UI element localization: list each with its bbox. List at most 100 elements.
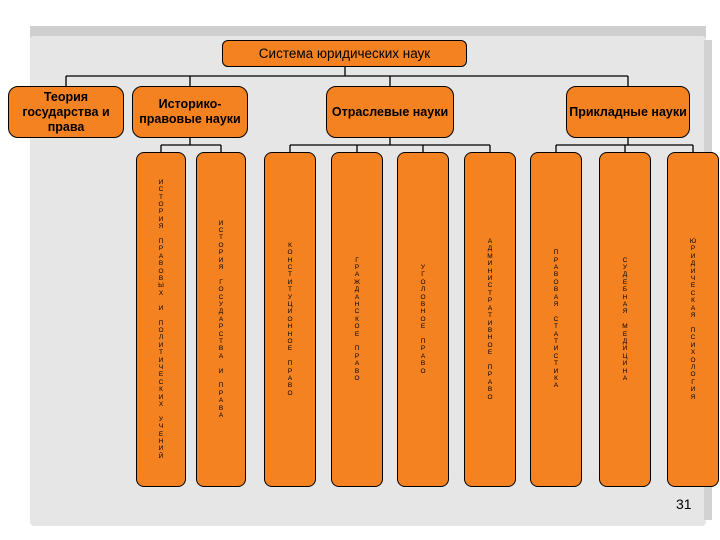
label-letter: О: [158, 201, 164, 208]
label-letter: И: [287, 278, 293, 286]
label-letter: И: [690, 341, 696, 349]
label-letter: Р: [553, 256, 559, 264]
label-letter: П: [354, 345, 360, 353]
label-letter: [160, 312, 162, 319]
label-letter: Ч: [158, 363, 164, 371]
label-letter: [289, 353, 291, 360]
label-letter: И: [622, 360, 628, 368]
node-applied: Прикладные науки: [566, 86, 690, 138]
label-letter: Т: [554, 323, 558, 331]
label-letter: Д: [622, 271, 628, 279]
label-letter: Т: [219, 338, 223, 346]
label-letter: Н: [287, 256, 293, 264]
label-letter: В: [287, 382, 293, 390]
label-letter: Т: [488, 289, 492, 297]
label-letter: И: [622, 345, 628, 353]
label-letter: Н: [622, 293, 628, 301]
label-letter: Т: [288, 271, 292, 279]
label-letter: О: [354, 375, 360, 383]
label-letter: А: [218, 397, 224, 405]
label-letter: [356, 338, 358, 345]
label-letter: О: [158, 326, 164, 334]
label-letter: И: [487, 260, 493, 268]
label-letter: Г: [219, 278, 223, 286]
label-letter: В: [487, 326, 493, 334]
label-letter: И: [158, 393, 164, 401]
label-letter: Н: [158, 438, 164, 445]
label-letter: И: [690, 267, 696, 275]
label-letter: Я: [158, 223, 164, 231]
label-letter: Е: [420, 323, 426, 331]
label-letter: И: [690, 386, 696, 394]
label-letter: К: [159, 386, 163, 394]
label-letter: К: [691, 297, 695, 305]
label-letter: Н: [420, 308, 426, 316]
label-letter: Р: [218, 323, 224, 331]
label-letter: К: [554, 375, 558, 383]
label-letter: У: [287, 293, 293, 301]
label-letter: Н: [622, 367, 628, 375]
label-letter: П: [218, 382, 224, 390]
label-letter: У: [420, 263, 426, 271]
label-letter: Р: [487, 297, 493, 305]
label-letter: С: [553, 315, 559, 323]
label-letter: О: [218, 286, 224, 294]
label-letter: И: [158, 356, 164, 364]
label-letter: В: [420, 360, 426, 368]
label-letter: С: [690, 334, 696, 342]
label-letter: Н: [487, 267, 493, 275]
label-letter: Р: [420, 345, 426, 353]
label-letter: Т: [488, 312, 492, 320]
label-letter: В: [218, 404, 224, 412]
label-letter: И: [218, 219, 224, 227]
label-letter: В: [553, 286, 559, 294]
label-letter: П: [690, 326, 696, 334]
label-letter: У: [158, 415, 164, 423]
label-letter: Е: [354, 330, 360, 338]
label-letter: Ц: [287, 300, 293, 308]
label-letter: И: [287, 308, 293, 316]
label-letter: Ж: [353, 278, 360, 286]
label-letter: Я: [218, 263, 224, 271]
label-letter: И: [487, 319, 493, 327]
label-letter: О: [158, 267, 164, 275]
label-letter: С: [622, 256, 628, 264]
label-letter: А: [622, 375, 628, 383]
label-letter: К: [288, 241, 292, 249]
label-letter: Т: [288, 286, 292, 294]
slide-frame-top: [30, 26, 706, 38]
label-letter: Ч: [690, 275, 696, 283]
label-letter: А: [553, 382, 559, 390]
node-historical: Историко-правовые науки: [132, 86, 248, 138]
label-letter: Х: [158, 400, 164, 408]
diagram-title: Система юридических наук: [222, 40, 467, 67]
label-letter: Е: [287, 345, 293, 353]
label-letter: [160, 231, 162, 238]
label-letter: Г: [421, 271, 425, 279]
label-letter: Н: [287, 330, 293, 338]
label-letter: Т: [159, 193, 163, 201]
label-letter: Н: [487, 334, 493, 342]
label-letter: С: [158, 378, 164, 386]
label-letter: Д: [622, 338, 628, 346]
label-letter: П: [487, 363, 493, 371]
label-letter: В: [158, 260, 164, 268]
label-letter: С: [690, 289, 696, 297]
label-letter: О: [218, 241, 224, 249]
label-letter: Я: [553, 300, 559, 308]
label-letter: И: [553, 345, 559, 353]
label-letter: О: [287, 315, 293, 323]
label-letter: А: [487, 304, 493, 312]
label-letter: С: [218, 293, 224, 301]
label-letter: Р: [690, 245, 696, 253]
label-letter: Д: [487, 245, 493, 253]
label-letter: [489, 357, 491, 364]
label-letter: Д: [218, 308, 224, 316]
label-letter: П: [287, 360, 293, 368]
label-letter: [160, 408, 162, 415]
label-letter: С: [218, 330, 224, 338]
label-letter: А: [622, 300, 628, 308]
label-letter: В: [218, 345, 224, 353]
